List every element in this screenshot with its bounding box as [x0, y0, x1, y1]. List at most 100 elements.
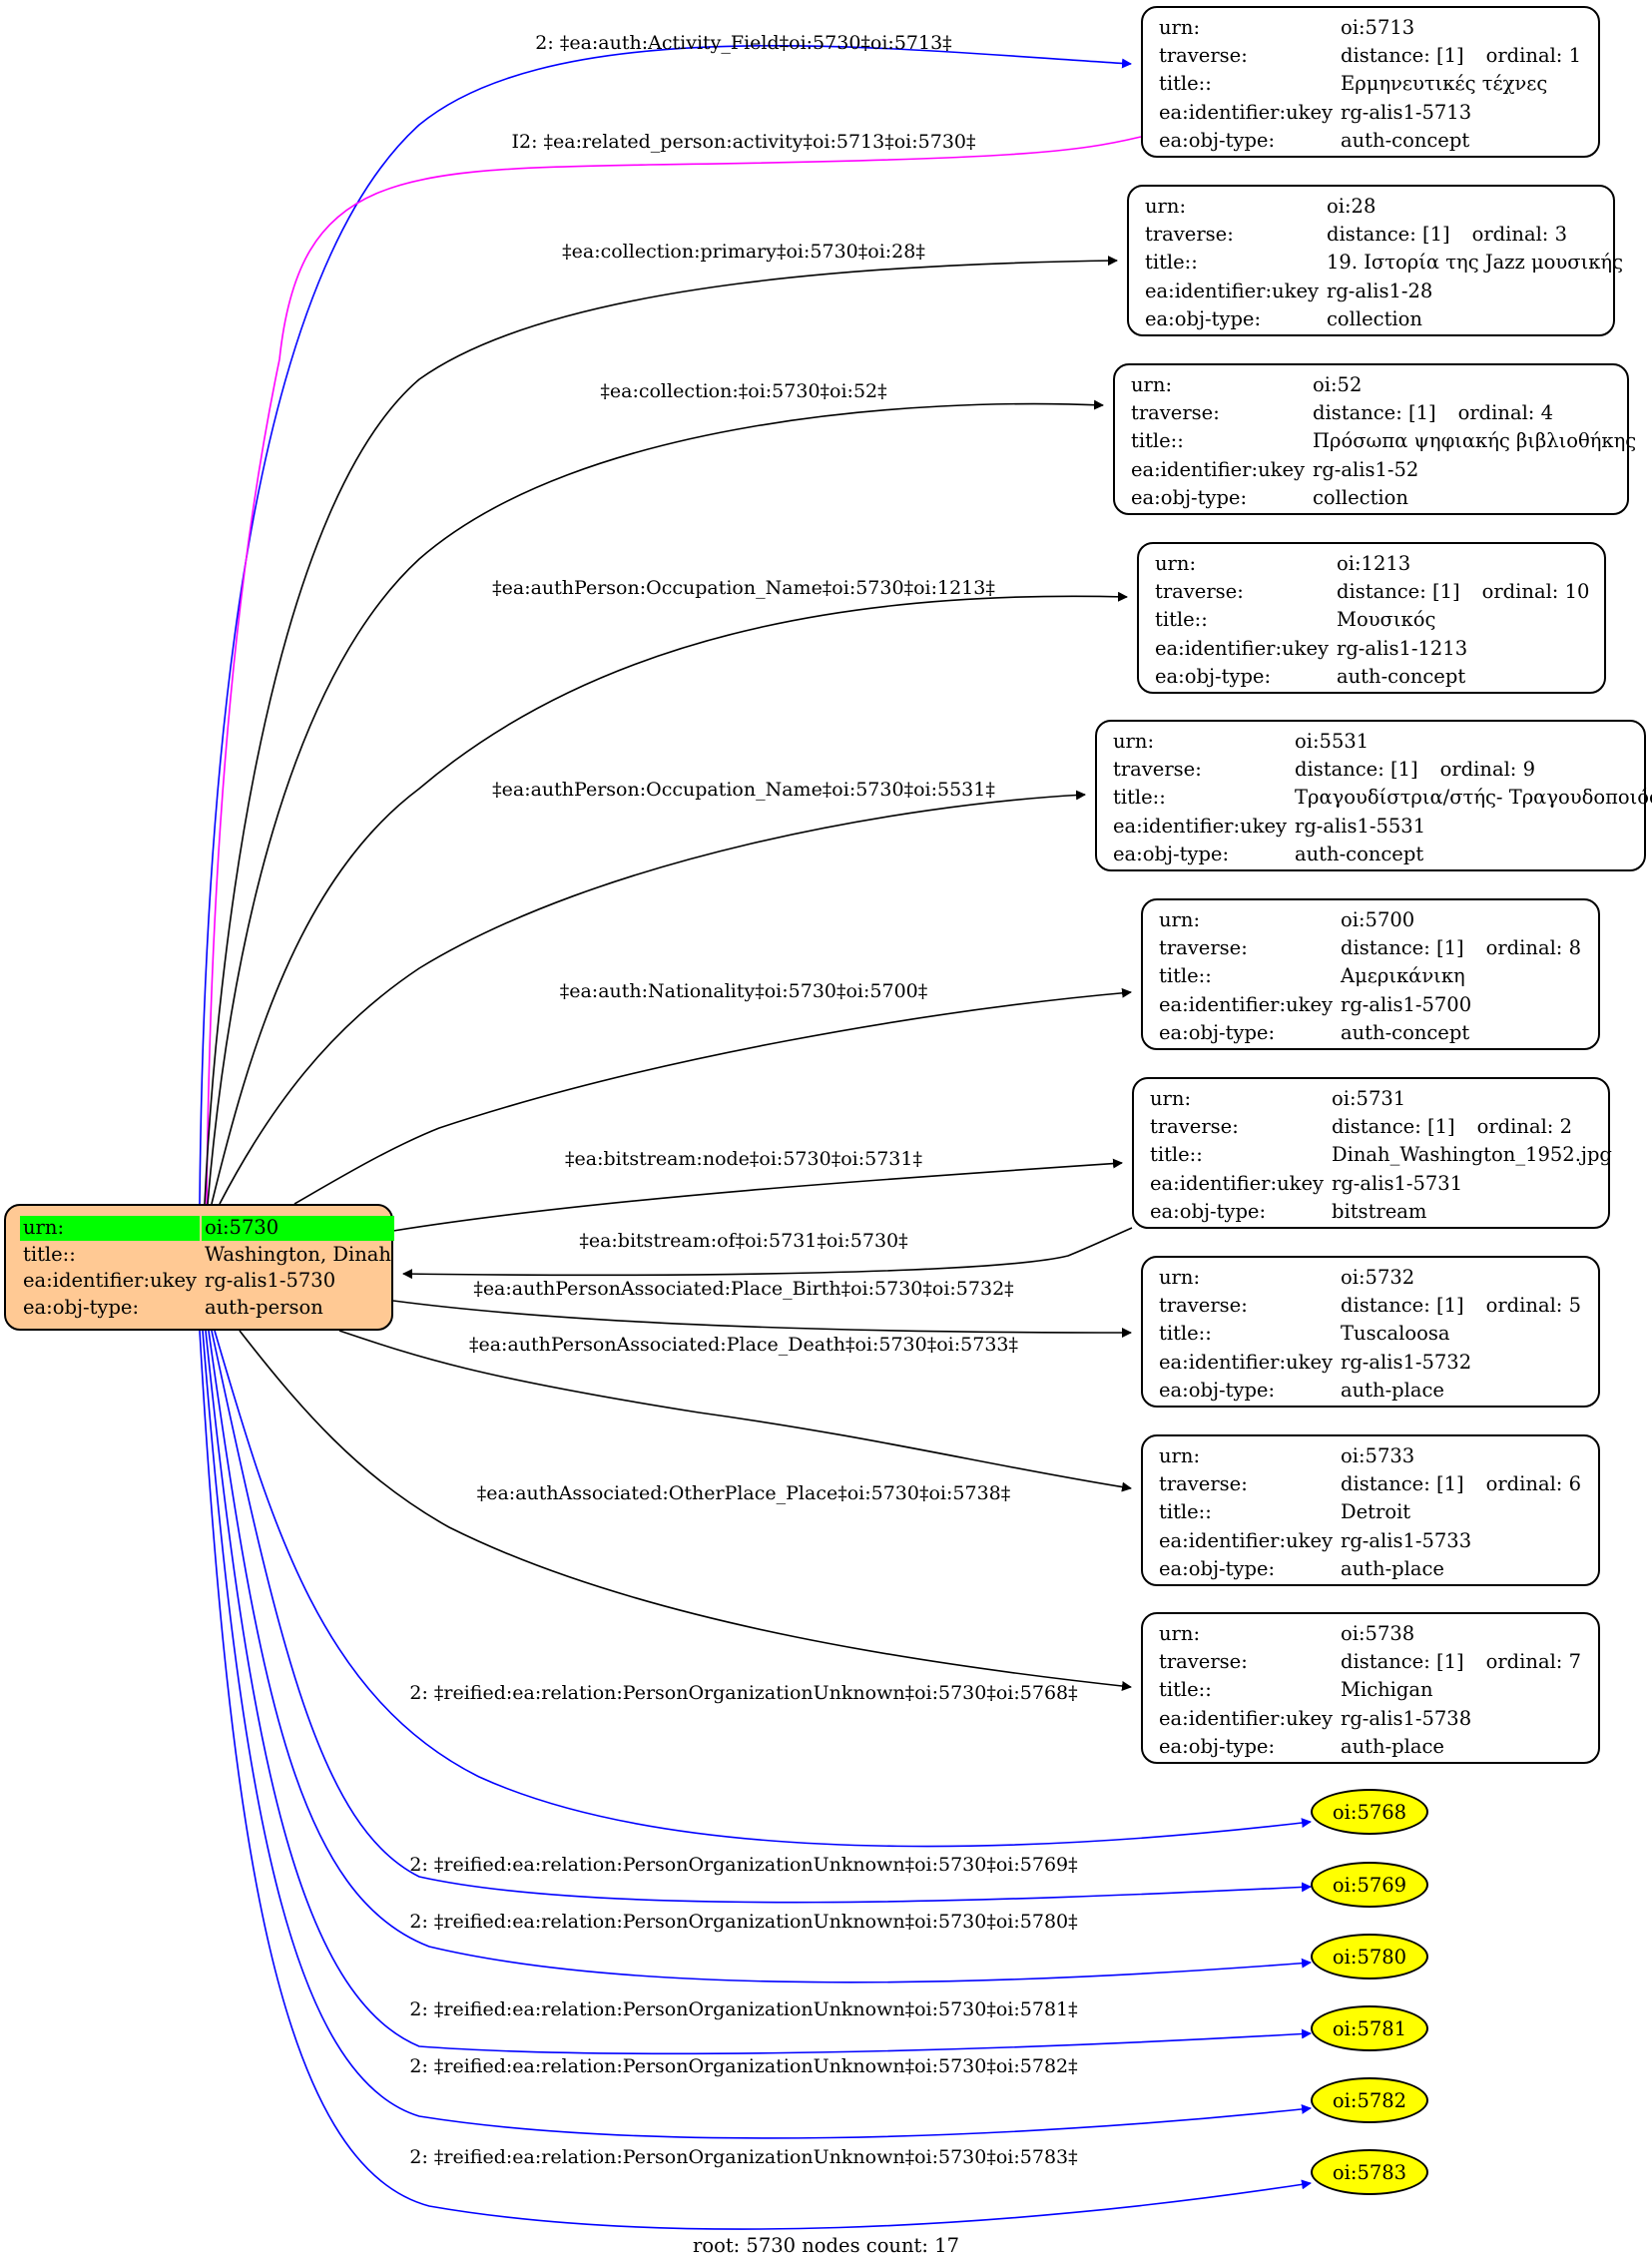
node-key-title: title:: — [1159, 964, 1212, 988]
edge-4 — [211, 591, 1128, 1205]
node-row-type: ea:obj-type:auth-concept — [1155, 1019, 1585, 1047]
edge-label-8: ‡ea:bitstream:of‡oi:5731‡oi:5730‡ — [579, 1230, 907, 1252]
node-value-text: oi:52 — [1313, 373, 1363, 396]
node-key-type: ea:obj-type: — [1159, 1734, 1276, 1758]
root-node[interactable]: urn: oi:5730 title:: Washington, Dinah e… — [4, 1204, 396, 1331]
node-key-traverse: traverse: — [1150, 1115, 1239, 1139]
node-value-title: Dinah_Washington_1952.jpg — [1328, 1141, 1616, 1169]
node-value-type: auth-concept — [1337, 1019, 1585, 1047]
node-key-urn: urn: — [1131, 373, 1173, 396]
node-row-type: ea:obj-type: collection — [1141, 305, 1627, 333]
node-value-text: oi:5713 — [1341, 16, 1415, 39]
node-value-text: collection — [1313, 485, 1408, 509]
node-distance: distance: [1] — [1313, 401, 1436, 425]
edge-label-2: ‡ea:collection:primary‡oi:5730‡oi:28‡ — [562, 241, 925, 263]
root-type-value: auth-person — [205, 1295, 323, 1319]
node-row-urn: urn:oi:5731 — [1146, 1085, 1616, 1113]
root-type-key: ea:obj-type: — [23, 1295, 140, 1319]
root-row-title: title:: Washington, Dinah — [20, 1243, 394, 1268]
edge-10 — [338, 1330, 1132, 1492]
node-value-traverse: distance: [1]ordinal: 8 — [1337, 934, 1585, 962]
node-value-traverse: distance: [1]ordinal: 1 — [1337, 42, 1585, 70]
node-value-title: Michigan — [1337, 1676, 1585, 1704]
node-row-urn: urn:oi:5700 — [1155, 906, 1585, 934]
node-value-text: auth-place — [1341, 1734, 1444, 1758]
node-row-traverse: traverse:distance: [1]ordinal: 9 — [1109, 756, 1652, 784]
node-key-type: ea:obj-type: — [1159, 1556, 1276, 1580]
node-value-text: Dinah_Washington_1952.jpg — [1332, 1143, 1612, 1167]
node-value-ukey: rg-alis1-5738 — [1337, 1705, 1585, 1733]
node-key-traverse: traverse: — [1145, 223, 1234, 247]
node-key-urn: urn: — [1159, 1266, 1201, 1289]
node-value-text: auth-place — [1341, 1556, 1444, 1580]
node-row-title: title::Μουσικός — [1151, 606, 1593, 634]
node-key-title: title:: — [1113, 786, 1166, 810]
node-key-title: title:: — [1159, 1322, 1212, 1346]
edge-6 — [293, 987, 1132, 1205]
node-value-traverse: distance: [1]ordinal: 3 — [1323, 221, 1627, 249]
node-value-ukey: rg-alis1-5713 — [1337, 99, 1585, 127]
node-key-traverse: traverse: — [1159, 1650, 1248, 1674]
edge-label-12: 2: ‡reified:ea:relation:PersonOrganizati… — [409, 1682, 1077, 1704]
node-value-text: rg-alis1-5732 — [1341, 1350, 1472, 1374]
edge-label-1: I2: ‡ea:related_person:activity‡oi:5713‡… — [512, 131, 976, 153]
node-distance: distance: [1] — [1341, 936, 1464, 960]
edge-17 — [199, 1330, 1312, 2230]
node-row-type: ea:obj-type:auth-concept — [1151, 663, 1593, 691]
node-row-type: ea:obj-type:auth-concept — [1109, 841, 1652, 868]
edge-label-3: ‡ea:collection:‡oi:5730‡oi:52‡ — [600, 380, 886, 402]
node-row-type: ea:obj-type:auth-concept — [1155, 127, 1585, 155]
node-value-traverse: distance: [1]ordinal: 6 — [1337, 1470, 1585, 1498]
node-row-title: title::19. Ιστορία της Jazz μουσικής — [1141, 249, 1627, 277]
root-node-table: urn: oi:5730 title:: Washington, Dinah e… — [18, 1214, 396, 1322]
node-value-traverse: distance: [1]ordinal: 9 — [1291, 756, 1652, 784]
node-value-traverse: distance: [1]ordinal: 4 — [1309, 399, 1640, 427]
edge-2 — [204, 256, 1118, 1205]
ellipse-node-oi-5783[interactable]: oi:5783 — [1311, 2149, 1428, 2195]
edge-label-17: 2: ‡reified:ea:relation:PersonOrganizati… — [409, 2146, 1077, 2168]
node-value-urn: oi:5700 — [1337, 906, 1585, 934]
node-key-title: title:: — [1145, 251, 1198, 275]
ellipse-node-oi-5769[interactable]: oi:5769 — [1311, 1862, 1428, 1908]
ellipse-node-oi-5768[interactable]: oi:5768 — [1311, 1789, 1428, 1835]
node-key-urn: urn: — [1159, 1444, 1201, 1467]
node-value-ukey: rg-alis1-5732 — [1337, 1349, 1585, 1377]
node-value-type: auth-concept — [1333, 663, 1593, 691]
node-value-type: collection — [1323, 305, 1627, 333]
ellipse-node-oi-5782[interactable]: oi:5782 — [1311, 2077, 1428, 2123]
node-key-ukey: ea:identifier:ukey — [1159, 100, 1333, 124]
node-key-type: ea:obj-type: — [1145, 306, 1262, 330]
node-row-urn: urn:oi:5738 — [1155, 1620, 1585, 1648]
node-value-type: auth-place — [1337, 1377, 1585, 1405]
node-value-ukey: rg-alis1-1213 — [1333, 635, 1593, 663]
ellipse-node-oi-5780[interactable]: oi:5780 — [1311, 1934, 1428, 1980]
node-value-urn: oi:5731 — [1328, 1085, 1616, 1113]
node-value-text: auth-concept — [1341, 128, 1470, 152]
node-value-text: rg-alis1-5738 — [1341, 1706, 1472, 1730]
ellipse-node-oi-5781[interactable]: oi:5781 — [1311, 2005, 1428, 2051]
node-key-traverse: traverse: — [1131, 401, 1220, 425]
node-value-text: Αμερικάνικη — [1341, 964, 1465, 988]
node-key-type: ea:obj-type: — [1131, 485, 1248, 509]
edge-label-9: ‡ea:authPersonAssociated:Place_Birth‡oi:… — [473, 1278, 1013, 1300]
node-ordinal: ordinal: 10 — [1481, 580, 1590, 604]
node-value-urn: oi:5738 — [1337, 1620, 1585, 1648]
node-value-title: Πρόσωπα ψηφιακής βιβλιοθήκης — [1309, 427, 1640, 455]
node-key-ukey: ea:identifier:ukey — [1113, 814, 1287, 838]
node-ordinal: ordinal: 3 — [1471, 223, 1567, 247]
node-distance: distance: [1] — [1341, 1472, 1464, 1496]
